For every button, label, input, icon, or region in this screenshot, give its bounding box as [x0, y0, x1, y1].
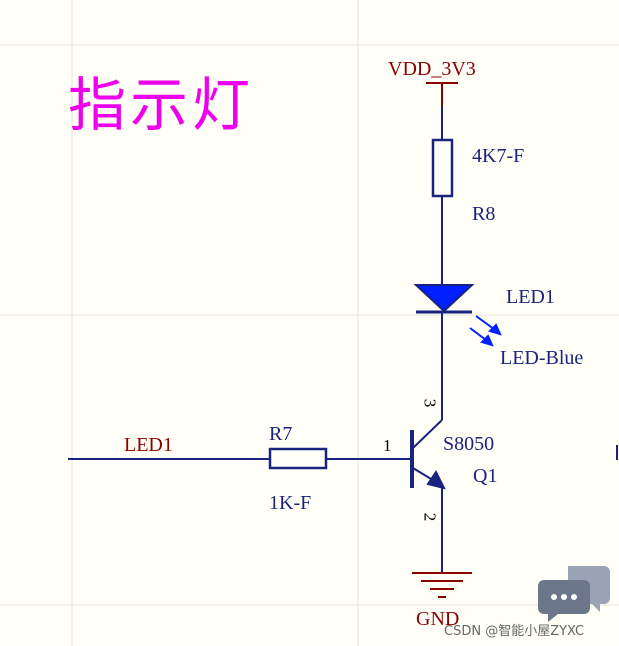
pin-2-label: 2 — [420, 512, 440, 522]
vdd-label: VDD_3V3 — [388, 58, 476, 80]
led-emission-arrows — [469, 315, 502, 347]
vdd-symbol — [426, 82, 458, 106]
transistor-part-label: S8050 — [443, 433, 495, 455]
net-label-led1: LED1 — [124, 434, 173, 456]
r7-value-label: 1K-F — [269, 492, 312, 514]
r8-value-label: 4K7-F — [472, 145, 525, 167]
transistor-q1[interactable] — [410, 419, 446, 490]
led-color-label: LED-Blue — [500, 347, 584, 369]
r8-designator-label: R8 — [472, 203, 496, 225]
transistor-designator-label: Q1 — [473, 465, 498, 487]
led-symbol[interactable] — [413, 284, 475, 314]
gnd-label: GND — [416, 608, 460, 630]
chat-bubble-icon[interactable] — [538, 562, 612, 622]
wires — [68, 106, 443, 572]
gnd-symbol — [412, 572, 472, 598]
led-designator-label: LED1 — [506, 286, 555, 308]
resistor-r8[interactable] — [431, 138, 454, 198]
pin-3-label: 3 — [420, 398, 440, 408]
watermark: CSDN @智能小屋ZYXC — [444, 624, 585, 639]
page-title: 指示灯 — [68, 71, 255, 139]
resistor-r7[interactable] — [268, 447, 328, 470]
r7-designator-label: R7 — [269, 423, 293, 445]
pin-1-label: 1 — [383, 436, 392, 455]
